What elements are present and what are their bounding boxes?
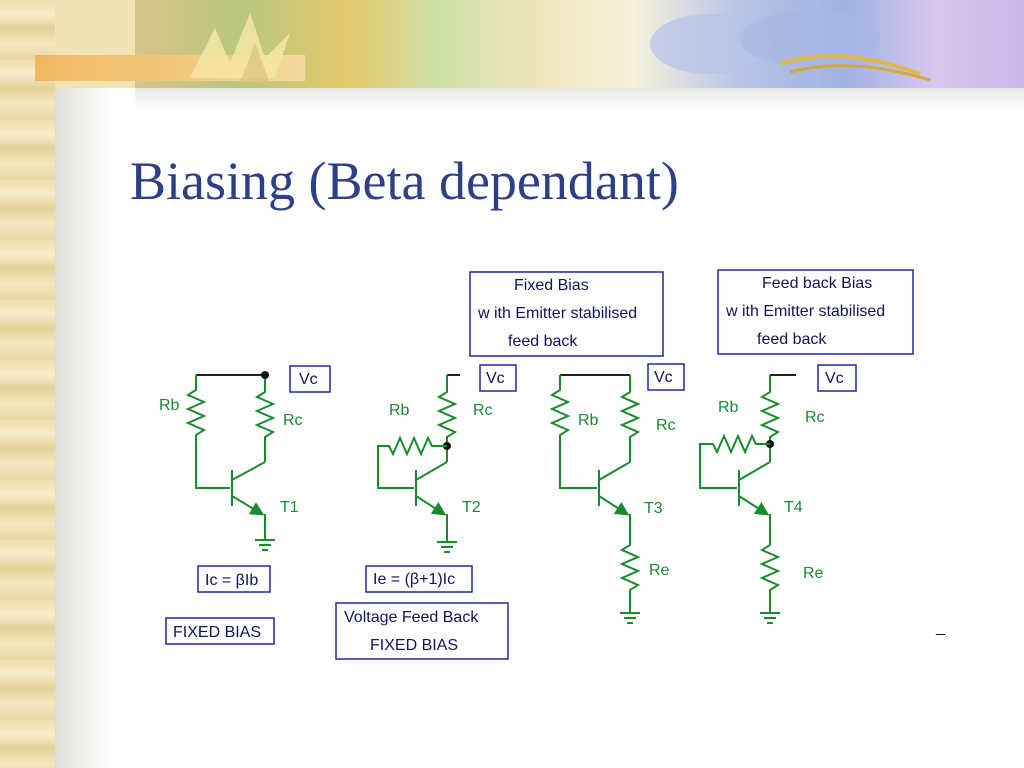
caption-box xyxy=(335,602,509,660)
note-feedback-bias-emitter: Feed back Bias w ith Emitter stabilised … xyxy=(717,269,914,355)
left-decorative-band xyxy=(0,0,55,768)
note-box xyxy=(469,271,664,357)
supply-label: Vc xyxy=(825,370,844,387)
supply-label: Vc xyxy=(486,370,505,387)
caption-line-1: FIXED BIAS xyxy=(173,624,261,641)
transistor-emitter xyxy=(231,495,265,516)
re-label: Re xyxy=(803,565,824,582)
rb-label: Rb xyxy=(159,397,180,414)
resistor-rb xyxy=(185,375,230,489)
caption-box xyxy=(165,617,275,645)
transistor-label: T4 xyxy=(784,499,803,516)
note-box xyxy=(717,269,914,355)
note-line-3: feed back xyxy=(508,333,578,350)
transistor-collector xyxy=(738,461,771,481)
transistor-emitter xyxy=(415,495,447,516)
resistor-rb xyxy=(549,375,597,489)
resistor-rc xyxy=(619,375,641,462)
transistor-collector xyxy=(231,461,266,481)
circuit-t4: Vc Rb Rc T4 Re xyxy=(699,364,857,624)
rc-label: Rc xyxy=(283,412,303,429)
texture-decoration xyxy=(650,11,931,82)
transistor-emitter xyxy=(738,495,770,516)
left-shadow xyxy=(55,0,115,768)
rb-label: Rb xyxy=(718,399,739,416)
junction-dot xyxy=(261,371,269,379)
note-line-1: Fixed Bias xyxy=(514,277,589,294)
supply-box xyxy=(289,365,331,393)
ground-symbol xyxy=(620,612,640,624)
equation-box xyxy=(197,565,271,593)
circuit-t1: Vc Rb Rc T1 Ic = βIb FIXED BIAS xyxy=(159,365,331,645)
resistor-re xyxy=(619,514,641,613)
ground-symbol xyxy=(255,539,275,551)
top-strip-shadow xyxy=(135,88,1024,110)
transistor-label: T1 xyxy=(280,499,299,516)
supply-box xyxy=(647,363,685,391)
caption-line-2: FIXED BIAS xyxy=(370,637,458,654)
resistor-rc xyxy=(759,375,781,462)
note-line-3: feed back xyxy=(757,331,827,348)
transistor-label: T2 xyxy=(462,499,481,516)
rc-label: Rc xyxy=(805,409,825,426)
resistor-rb xyxy=(377,435,447,489)
transistor-collector xyxy=(598,461,631,481)
leaf-decoration xyxy=(190,13,290,83)
rc-label: Rc xyxy=(473,402,493,419)
transistor-collector xyxy=(415,461,448,481)
re-label: Re xyxy=(649,562,670,579)
transistor-emitter xyxy=(598,495,630,516)
equation-text: Ic = βIb xyxy=(205,572,258,589)
transistor-label: T3 xyxy=(644,500,663,517)
ground-symbol xyxy=(437,541,457,553)
note-line-2: w ith Emitter stabilised xyxy=(477,305,637,322)
circuit-t2: Vc Rb Rc T2 Ie = (β+1)Ic Voltage Feed Ba… xyxy=(335,364,517,660)
caption-line-1: Voltage Feed Back xyxy=(344,609,479,626)
note-fixed-bias-emitter: Fixed Bias w ith Emitter stabilised feed… xyxy=(469,271,664,357)
circuit-t3: Vc Rb Rc T3 Re xyxy=(549,363,685,624)
resistor-rc xyxy=(436,375,458,462)
stray-mark: _ xyxy=(935,619,946,636)
resistor-rc xyxy=(254,379,276,462)
supply-label: Vc xyxy=(299,371,318,388)
note-line-2: w ith Emitter stabilised xyxy=(725,303,885,320)
supply-label: Vc xyxy=(654,369,673,386)
rb-label: Rb xyxy=(389,402,410,419)
resistor-rb xyxy=(699,433,770,489)
supply-box xyxy=(479,364,517,392)
slide-title: Biasing (Beta dependant) xyxy=(130,151,679,211)
supply-box xyxy=(817,364,857,392)
note-line-1: Feed back Bias xyxy=(762,275,872,292)
equation-text: Ie = (β+1)Ic xyxy=(373,571,455,588)
ground-symbol xyxy=(760,612,780,624)
rc-label: Rc xyxy=(656,417,676,434)
rb-label: Rb xyxy=(578,412,599,429)
equation-box xyxy=(365,565,473,593)
resistor-re xyxy=(759,514,781,613)
